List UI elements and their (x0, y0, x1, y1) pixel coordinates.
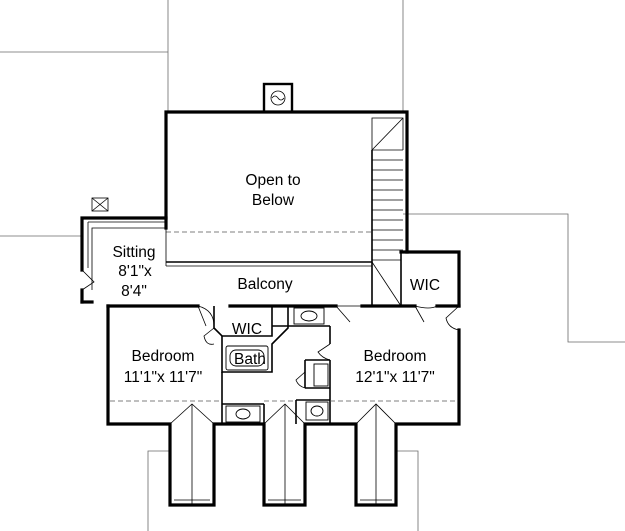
interior-walls (213, 252, 402, 424)
balcony-railing (165, 228, 372, 267)
sitting-label: Sitting (112, 244, 155, 261)
bedroom-right-label: Bedroom (364, 348, 427, 365)
bedroom-left-label: Bedroom (132, 348, 195, 365)
sitting-size-line1: 8'1"x (118, 263, 152, 280)
open-to-below-label-line1: Open to (245, 172, 300, 189)
vent (91, 197, 109, 212)
sitting-size-line2: 8'4" (121, 283, 147, 300)
stair-treads (372, 159, 403, 261)
stair (371, 117, 404, 307)
doors (197, 305, 460, 389)
wic-center-label: WIC (232, 321, 262, 338)
bath-label: Bath (234, 351, 266, 368)
room-labels: Open to Below Sitting 8'1"x 8'4" Balcony… (112, 172, 440, 386)
sitting-detail (81, 221, 166, 291)
bedroom-left-size: 11'1"x 11'7" (124, 369, 202, 386)
open-to-below-label-line2: Below (252, 192, 295, 209)
exterior-walls (80, 110, 461, 507)
balcony-label: Balcony (237, 276, 292, 293)
dormers (169, 403, 397, 505)
chimney (262, 82, 294, 114)
fixtures (225, 307, 329, 423)
wic-right-label: WIC (410, 277, 440, 294)
bedroom-right-size: 12'1"x 11'7" (355, 369, 435, 386)
